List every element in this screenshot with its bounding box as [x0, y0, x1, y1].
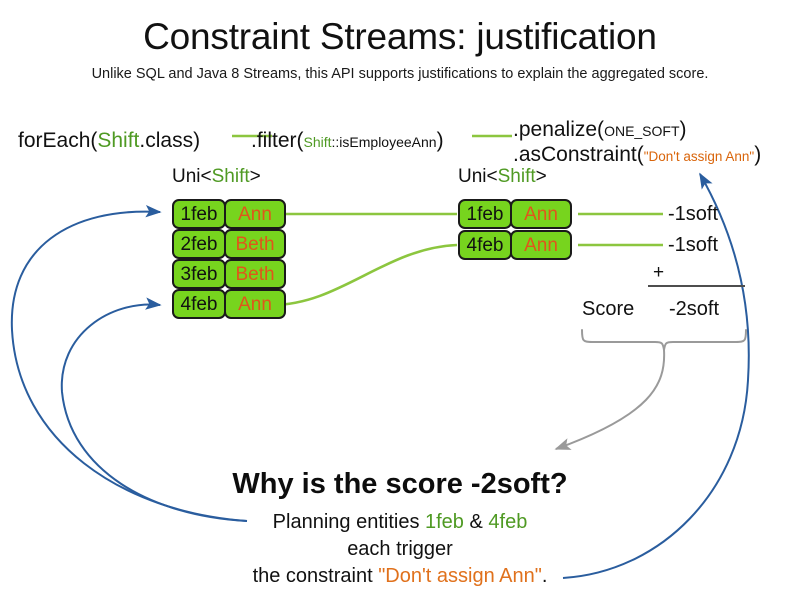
code-foreach-type: Shift [97, 129, 140, 152]
explanation-line-3: the constraint "Don't assign Ann". [0, 565, 800, 588]
shift-employee-cell: Ann [224, 289, 286, 319]
slide-title: Constraint Streams: justification [143, 16, 657, 57]
stream-line-4feb [271, 243, 458, 307]
score-explain-arrow [554, 349, 666, 450]
score-label: Score [582, 298, 635, 320]
explanation-line3-pre: the constraint [252, 565, 379, 587]
uni-label-left: Uni<Shift> [172, 166, 261, 188]
code-filter-method: .filter( [251, 129, 304, 152]
explanation-amp: & [463, 511, 489, 533]
shift-date-cell: 4feb [172, 289, 226, 319]
uni-left-prefix: Uni< [172, 166, 212, 187]
uni-right-suffix: > [535, 166, 547, 187]
shift-date-cell: 3feb [172, 259, 226, 289]
code-filter-type: Shift [303, 134, 332, 150]
table-row[interactable]: 4feb Ann [458, 230, 572, 260]
code-filter-close: ) [436, 129, 444, 152]
shift-employee-cell: Beth [224, 229, 286, 259]
explanation-entity-b: 4feb [488, 511, 528, 533]
slide-subtitle: Unlike SQL and Java 8 Streams, this API … [91, 66, 709, 82]
explanation-constraint-name: "Don't assign Ann" [378, 565, 542, 587]
shift-employee-cell: Ann [510, 230, 572, 260]
score-total: -2soft [669, 298, 720, 320]
code-foreach: forEach(Shift.class) [18, 129, 200, 153]
code-asconstraint-close: ) [754, 143, 762, 166]
uni-label-right: Uni<Shift> [458, 166, 547, 188]
table-row[interactable]: 1feb Ann [458, 199, 572, 229]
code-penalize-close: ) [679, 118, 687, 141]
sum-operator: + [653, 262, 665, 283]
code-penalize: .penalize(ONE_SOFT) [513, 118, 687, 142]
code-foreach-method: forEach( [18, 129, 98, 152]
shift-employee-cell: Ann [224, 199, 286, 229]
explanation-entity-a: 1feb [425, 511, 464, 533]
shift-date-cell: 2feb [172, 229, 226, 259]
code-foreach-rest: .class) [139, 129, 201, 152]
explanation-line-2: each trigger [347, 538, 453, 560]
table-row[interactable]: 2feb Beth [172, 229, 286, 259]
shift-date-cell: 1feb [458, 199, 512, 229]
explanation-line1-pre: Planning entities [272, 511, 425, 533]
shift-employee-cell: Beth [224, 259, 286, 289]
code-penalize-arg: ONE_SOFT [604, 123, 680, 139]
code-penalize-method: .penalize( [513, 118, 605, 141]
penalty-label-1: -1soft [668, 203, 719, 225]
code-asconstraint-method: .asConstraint( [513, 143, 644, 166]
code-filter-ref: ::isEmployeeAnn [331, 134, 437, 150]
code-asconstraint-arg: "Don't assign Ann" [643, 149, 755, 164]
sum-rule [648, 285, 745, 287]
explanation-line-1: Planning entities 1feb & 4feb [0, 511, 800, 534]
table-row[interactable]: 1feb Ann [172, 199, 286, 229]
code-filter: .filter(Shift::isEmployeeAnn) [251, 129, 444, 153]
code-asconstraint: .asConstraint("Don't assign Ann") [513, 143, 761, 167]
shift-date-cell: 4feb [458, 230, 512, 260]
uni-left-suffix: > [249, 166, 261, 187]
uni-right-prefix: Uni< [458, 166, 498, 187]
table-row[interactable]: 3feb Beth [172, 259, 286, 289]
uni-left-type: Shift [211, 166, 250, 187]
shift-date-cell: 1feb [172, 199, 226, 229]
shift-employee-cell: Ann [510, 199, 572, 229]
score-brace [581, 329, 747, 351]
table-row[interactable]: 4feb Ann [172, 289, 286, 319]
explanation-line3-post: . [541, 565, 548, 587]
uni-right-type: Shift [497, 166, 536, 187]
penalty-label-2: -1soft [668, 234, 719, 256]
question-heading: Why is the score -2soft? [232, 468, 568, 500]
